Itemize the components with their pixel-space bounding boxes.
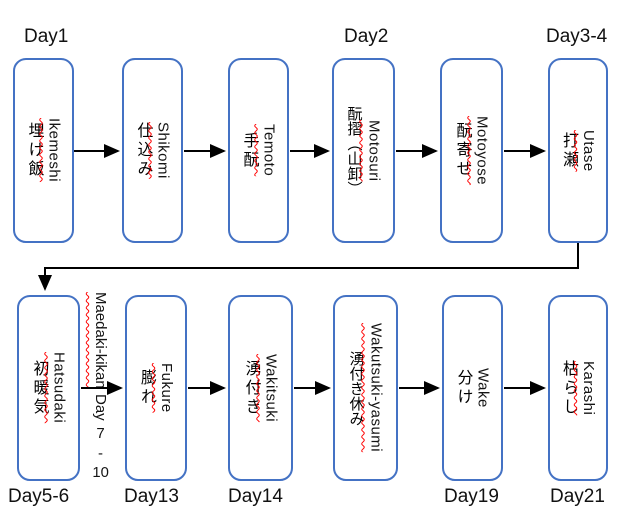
- maedaki-kikan-note: Maedaki-kikanDay 7 - 10: [84, 292, 110, 497]
- stage-jp-label: 酛寄せ: [453, 122, 471, 179]
- stage-jp-label: 打瀬: [560, 131, 577, 170]
- interval-day-to: 10: [92, 465, 109, 481]
- stage-box-wakitsuki: 湧付き Wakitsuki: [228, 295, 293, 481]
- stage-romaji-label: Fukure: [158, 363, 175, 413]
- stage-romaji-label: Karashi: [580, 360, 597, 416]
- day-label-day1: Day1: [24, 26, 69, 47]
- day-label-day3-4: Day3-4: [546, 26, 608, 47]
- stage-romaji-label: Wakitsuki: [262, 353, 280, 423]
- stage-romaji-label: Motoyose: [473, 115, 491, 186]
- stage-romaji-label: Wake: [474, 368, 492, 408]
- day-label-day5-6: Day5-6: [8, 486, 70, 507]
- stage-romaji-label: Motosuri: [365, 119, 383, 182]
- stage-romaji-label: Hatsudaki: [50, 352, 68, 424]
- stage-box-hatsudaki: 初暖気 Hatsudaki: [17, 295, 80, 481]
- interval-dash: -: [92, 445, 109, 463]
- stage-box-wake: 分け Wake: [442, 295, 503, 481]
- stage-romaji-label: Wakutsuki-yasumi: [367, 323, 385, 453]
- stage-jp-label: 枯らし: [560, 359, 577, 417]
- stage-jp-label: 手酛: [240, 131, 258, 170]
- stage-romaji-label: Shikomi: [154, 122, 172, 179]
- stage-box-shikomi: 仕込み Shikomi: [122, 58, 183, 243]
- day-label-day21: Day21: [550, 486, 605, 507]
- stage-jp-label: 仕込み: [134, 122, 152, 179]
- arrow-utase-hatsudaki-elbow: [38, 243, 579, 291]
- stage-romaji-label: Utase: [580, 129, 597, 172]
- stage-jp-label: 初暖気: [30, 359, 48, 417]
- stage-jp-label: 分け: [454, 369, 472, 407]
- stage-box-utase: 打瀬 Utase: [548, 58, 608, 243]
- stage-jp-label: 湧付き: [242, 359, 260, 417]
- day-label-day13: Day13: [124, 486, 179, 507]
- stage-jp-label: 膨れ: [138, 369, 155, 407]
- stage-box-fukure: 膨れ Fukure: [125, 295, 187, 481]
- stage-jp-label: 酛摺（山卸）: [345, 105, 363, 196]
- stage-romaji-label: Ikemeshi: [45, 118, 63, 183]
- interval-day-word: Day: [92, 393, 109, 421]
- stage-box-motosuri: 酛摺（山卸） Motosuri: [332, 58, 395, 243]
- interval-day-from: 7: [92, 425, 109, 443]
- stage-romaji-label: Temoto: [260, 124, 278, 177]
- stage-box-motoyose: 酛寄せ Motoyose: [440, 58, 503, 243]
- maedaki-kikan-name: Maedaki-kikan: [92, 292, 109, 389]
- stage-box-temoto: 手酛 Temoto: [228, 58, 289, 243]
- stage-box-ikemeshi: 埋け飯 Ikemeshi: [13, 58, 74, 243]
- stage-jp-label: 埋け飯: [25, 122, 43, 179]
- stage-jp-label: 湧付き休み: [347, 350, 365, 426]
- stage-box-karashi: 枯らし Karashi: [548, 295, 608, 481]
- stage-box-wakutsuki-yasumi: 湧付き休み Wakutsuki-yasumi: [333, 295, 398, 481]
- day-label-day14: Day14: [228, 486, 283, 507]
- day-label-day19: Day19: [444, 486, 499, 507]
- day-label-day2: Day2: [344, 26, 389, 47]
